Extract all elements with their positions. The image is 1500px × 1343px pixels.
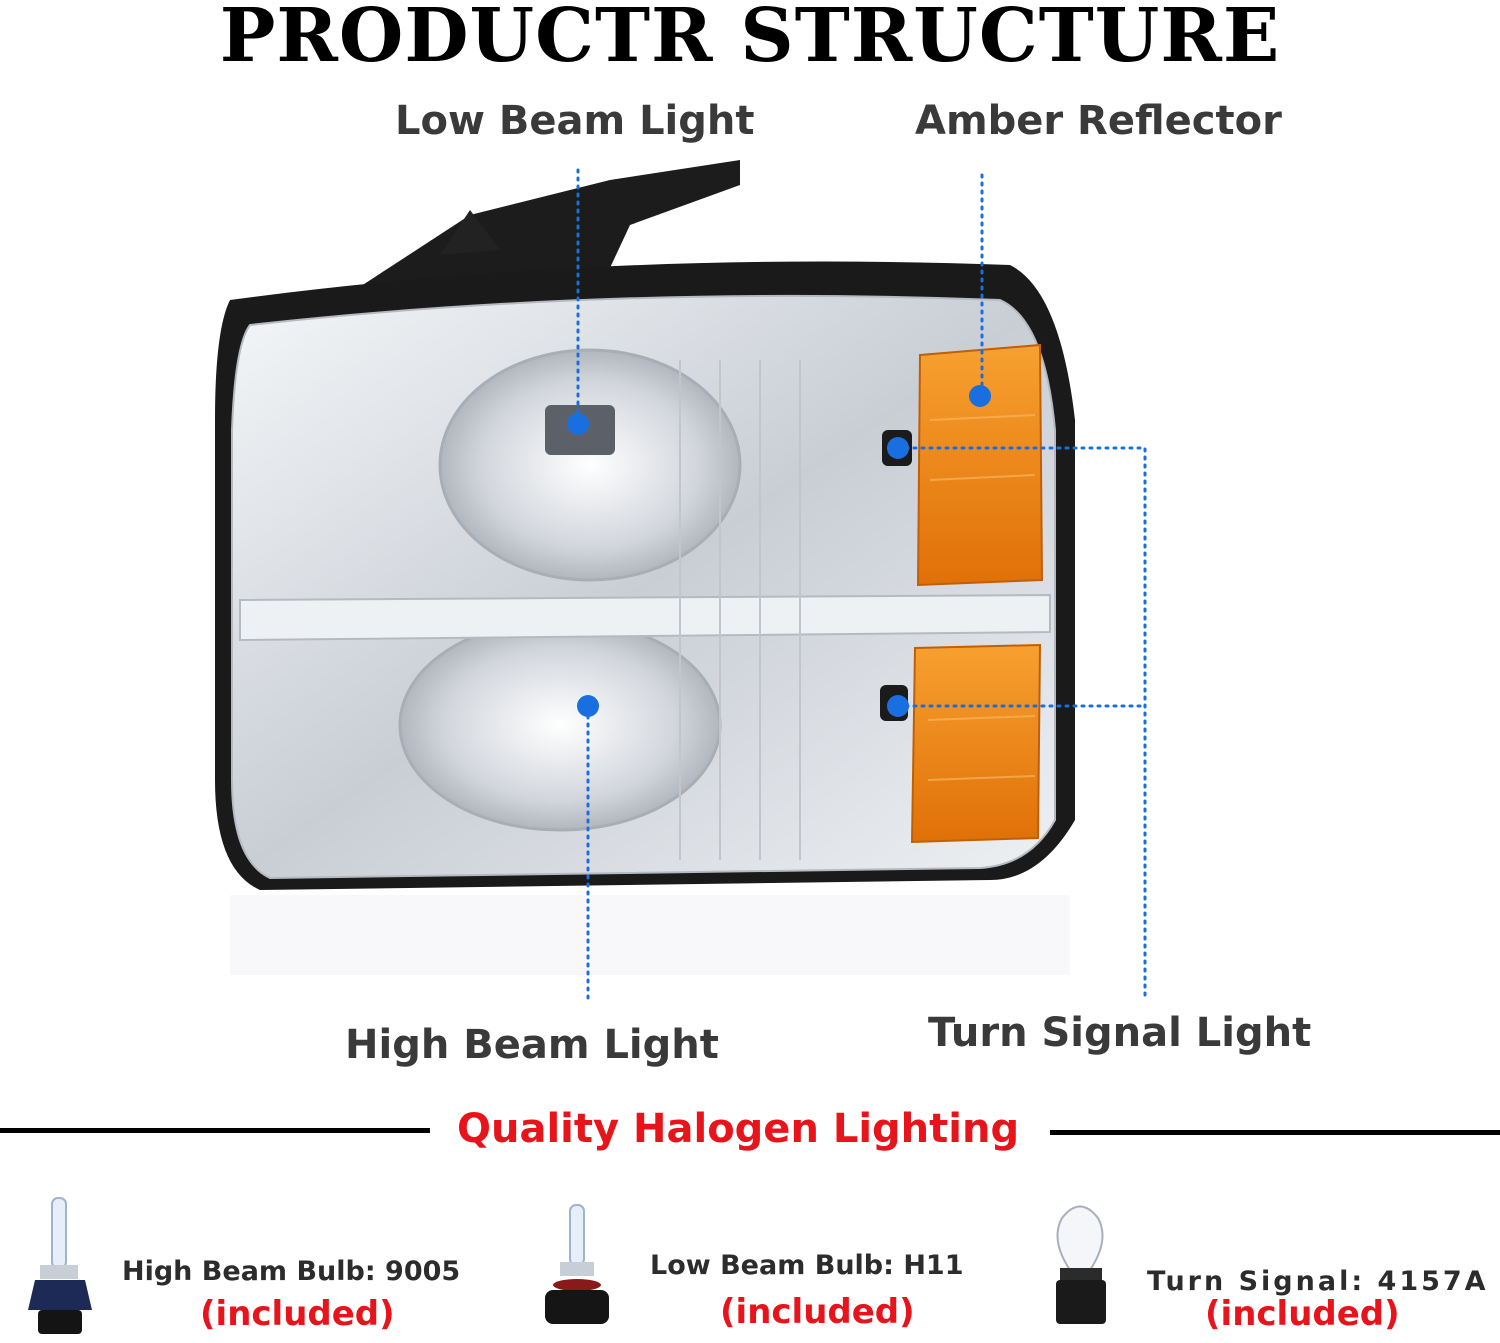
- bulb-label-low-beam: Low Beam Bulb: H11: [650, 1250, 964, 1281]
- turn-signal-dot-upper: [887, 437, 909, 459]
- turn-signal-leader: [896, 446, 1147, 1002]
- mounting-bracket: [355, 160, 740, 300]
- bulb-label-high-beam: High Beam Bulb: 9005: [122, 1256, 461, 1287]
- bulb-included-turn-signal: (included): [1205, 1294, 1400, 1334]
- page-title: PRODUCTR STRUCTURE: [219, 0, 1281, 79]
- callout-turn-signal: Turn Signal Light: [928, 1010, 1312, 1056]
- amber-reflector-upper: [916, 343, 1044, 587]
- turn-signal-dot-lower: [887, 695, 909, 717]
- bulb-label-turn-signal: Turn Signal: 4157A: [1147, 1266, 1489, 1297]
- callout-amber-reflector: Amber Reflector: [915, 98, 1282, 144]
- section-title: Quality Halogen Lighting: [457, 1106, 1020, 1152]
- bulb-included-high-beam: (included): [200, 1294, 395, 1334]
- callout-high-beam: High Beam Light: [345, 1022, 719, 1068]
- bulb-included-low-beam: (included): [720, 1292, 915, 1332]
- high-beam-dot: [577, 695, 599, 717]
- amber-reflector-dot: [969, 385, 991, 407]
- section-rule-right: [1050, 1130, 1500, 1135]
- low-beam-dot: [567, 413, 589, 435]
- section-rule-left: [0, 1128, 430, 1133]
- callout-low-beam: Low Beam Light: [395, 98, 755, 144]
- amber-reflector-lower: [910, 643, 1042, 844]
